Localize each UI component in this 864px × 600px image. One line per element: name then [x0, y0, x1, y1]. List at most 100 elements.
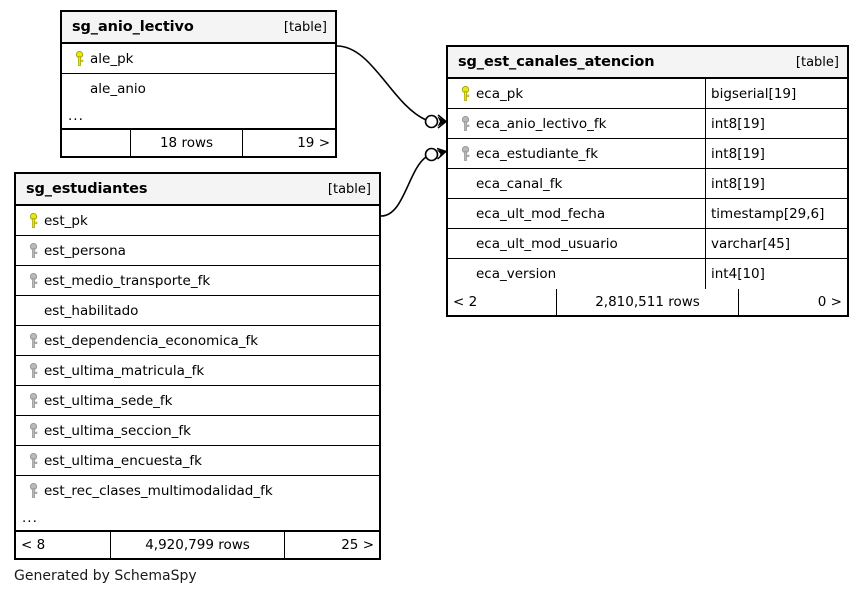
column-type: varchar[45] — [705, 229, 847, 258]
footer-parent-count[interactable]: < 8 — [21, 537, 46, 553]
column-row[interactable]: eca_pk bigserial[19] — [448, 79, 847, 109]
column-row[interactable]: eca_version int4[10] — [448, 259, 847, 289]
column-name-cell: est_persona — [16, 236, 379, 265]
table-footer: < 8 4,920,799 rows 25 > — [16, 532, 379, 558]
column-name-cell: est_ultima_sede_fk — [16, 386, 379, 415]
column-name-cell: ale_pk — [62, 44, 335, 73]
foreign-key-icon — [22, 483, 44, 499]
column-name-cell: eca_ult_mod_usuario — [448, 229, 705, 258]
column-name-cell: est_ultima_seccion_fk — [16, 416, 379, 445]
footer-parent-count[interactable] — [62, 130, 130, 156]
column-name-cell: est_rec_clases_multimodalidad_fk — [16, 476, 379, 506]
column-row[interactable]: eca_anio_lectivo_fk int8[19] — [448, 109, 847, 139]
column-row[interactable]: ale_pk — [62, 44, 335, 74]
column-row[interactable]: est_medio_transporte_fk — [16, 266, 379, 296]
more-columns-ellipsis[interactable]: ... — [62, 104, 335, 130]
column-row[interactable]: est_pk — [16, 206, 379, 236]
more-columns-ellipsis[interactable]: ... — [16, 506, 379, 532]
column-name: est_medio_transporte_fk — [44, 272, 211, 289]
table-kind-label: [table] — [795, 54, 839, 70]
column-name: est_rec_clases_multimodalidad_fk — [44, 483, 273, 499]
footer-row-count: 2,810,511 rows — [556, 289, 739, 315]
column-name-cell: eca_version — [448, 259, 705, 289]
column-name-cell: est_pk — [16, 206, 379, 235]
table-footer: 18 rows 19 > — [62, 130, 335, 156]
column-row[interactable]: est_ultima_matricula_fk — [16, 356, 379, 386]
column-name: eca_ult_mod_usuario — [476, 235, 618, 252]
column-row[interactable]: est_persona — [16, 236, 379, 266]
footer-child-count[interactable]: 19 > — [297, 135, 330, 151]
column-row[interactable]: eca_canal_fk int8[19] — [448, 169, 847, 199]
column-row[interactable]: eca_estudiante_fk int8[19] — [448, 139, 847, 169]
foreign-key-icon — [22, 242, 44, 259]
column-row[interactable]: est_dependencia_economica_fk — [16, 326, 379, 356]
column-name: est_ultima_encuesta_fk — [44, 452, 202, 469]
footer-child-count[interactable]: 25 > — [341, 537, 374, 553]
column-type: int8[19] — [705, 169, 847, 198]
column-name: eca_canal_fk — [476, 175, 563, 192]
column-list: ale_pk ale_anio — [62, 44, 335, 104]
relationship-estudiantes-to-canales — [380, 147, 447, 217]
column-row[interactable]: est_rec_clases_multimodalidad_fk — [16, 476, 379, 506]
column-row[interactable]: est_ultima_sede_fk — [16, 386, 379, 416]
foreign-key-icon — [22, 452, 44, 469]
column-name: eca_pk — [476, 85, 524, 102]
column-type: bigserial[19] — [705, 79, 847, 108]
table-sg_estudiantes[interactable]: sg_estudiantes [table] est_pk est_person… — [14, 172, 381, 560]
table-sg_anio_lectivo[interactable]: sg_anio_lectivo [table] ale_pk ale_anio … — [60, 10, 337, 158]
column-name-cell: est_medio_transporte_fk — [16, 266, 379, 295]
column-name-cell: eca_estudiante_fk — [448, 139, 705, 168]
foreign-key-icon — [454, 115, 476, 132]
column-type: int8[19] — [705, 109, 847, 138]
column-name: est_ultima_sede_fk — [44, 392, 173, 409]
primary-key-icon — [68, 50, 90, 67]
column-name: est_pk — [44, 212, 88, 229]
column-name-cell: eca_anio_lectivo_fk — [448, 109, 705, 138]
footer-row-count: 4,920,799 rows — [110, 532, 285, 558]
foreign-key-icon — [22, 392, 44, 409]
column-list: eca_pk bigserial[19] eca_anio_lectivo_fk… — [448, 79, 847, 289]
table-title: sg_anio_lectivo — [72, 19, 194, 35]
primary-key-icon — [22, 212, 44, 229]
table-header: sg_anio_lectivo [table] — [62, 12, 335, 44]
column-name: est_ultima_matricula_fk — [44, 362, 205, 379]
column-name: est_habilitado — [44, 302, 139, 319]
foreign-key-icon — [22, 422, 44, 439]
column-name-cell: eca_canal_fk — [448, 169, 705, 198]
relationship-zero-marker — [424, 114, 439, 129]
relationship-zero-marker — [424, 147, 439, 162]
column-name: eca_ult_mod_fecha — [476, 205, 606, 222]
column-row[interactable]: eca_ult_mod_usuario varchar[45] — [448, 229, 847, 259]
column-name: eca_anio_lectivo_fk — [476, 115, 607, 132]
column-name: eca_estudiante_fk — [476, 145, 599, 162]
table-header: sg_est_canales_atencion [table] — [448, 47, 847, 79]
table-footer: < 2 2,810,511 rows 0 > — [448, 289, 847, 315]
table-title: sg_estudiantes — [26, 181, 148, 197]
column-name: ale_pk — [90, 50, 134, 67]
table-kind-label: [table] — [283, 19, 327, 35]
column-row[interactable]: est_ultima_seccion_fk — [16, 416, 379, 446]
table-title: sg_est_canales_atencion — [458, 54, 655, 70]
column-row[interactable]: ale_anio — [62, 74, 335, 104]
column-name: est_persona — [44, 242, 126, 259]
relationship-crowsfoot-marker — [437, 116, 446, 127]
table-header: sg_estudiantes [table] — [16, 174, 379, 206]
footer-child-count[interactable]: 0 > — [817, 294, 842, 310]
relationship-crowsfoot-marker — [437, 150, 446, 159]
footer-parent-count[interactable]: < 2 — [453, 294, 478, 310]
column-row[interactable]: est_habilitado — [16, 296, 379, 326]
relationship-anio_lectivo-to-canales — [336, 45, 447, 129]
column-name-cell: eca_ult_mod_fecha — [448, 199, 705, 228]
column-name-cell: est_habilitado — [16, 296, 379, 325]
foreign-key-icon — [22, 332, 44, 349]
column-row[interactable]: est_ultima_encuesta_fk — [16, 446, 379, 476]
column-type: timestamp[29,6] — [705, 199, 847, 228]
column-row[interactable]: eca_ult_mod_fecha timestamp[29,6] — [448, 199, 847, 229]
column-name: eca_version — [476, 266, 557, 282]
column-name: ale_anio — [90, 81, 146, 97]
foreign-key-icon — [22, 272, 44, 289]
column-name-cell: ale_anio — [62, 74, 335, 104]
foreign-key-icon — [22, 362, 44, 379]
table-sg_est_canales_atencion[interactable]: sg_est_canales_atencion [table] eca_pk b… — [446, 45, 849, 317]
column-name-cell: est_ultima_matricula_fk — [16, 356, 379, 385]
